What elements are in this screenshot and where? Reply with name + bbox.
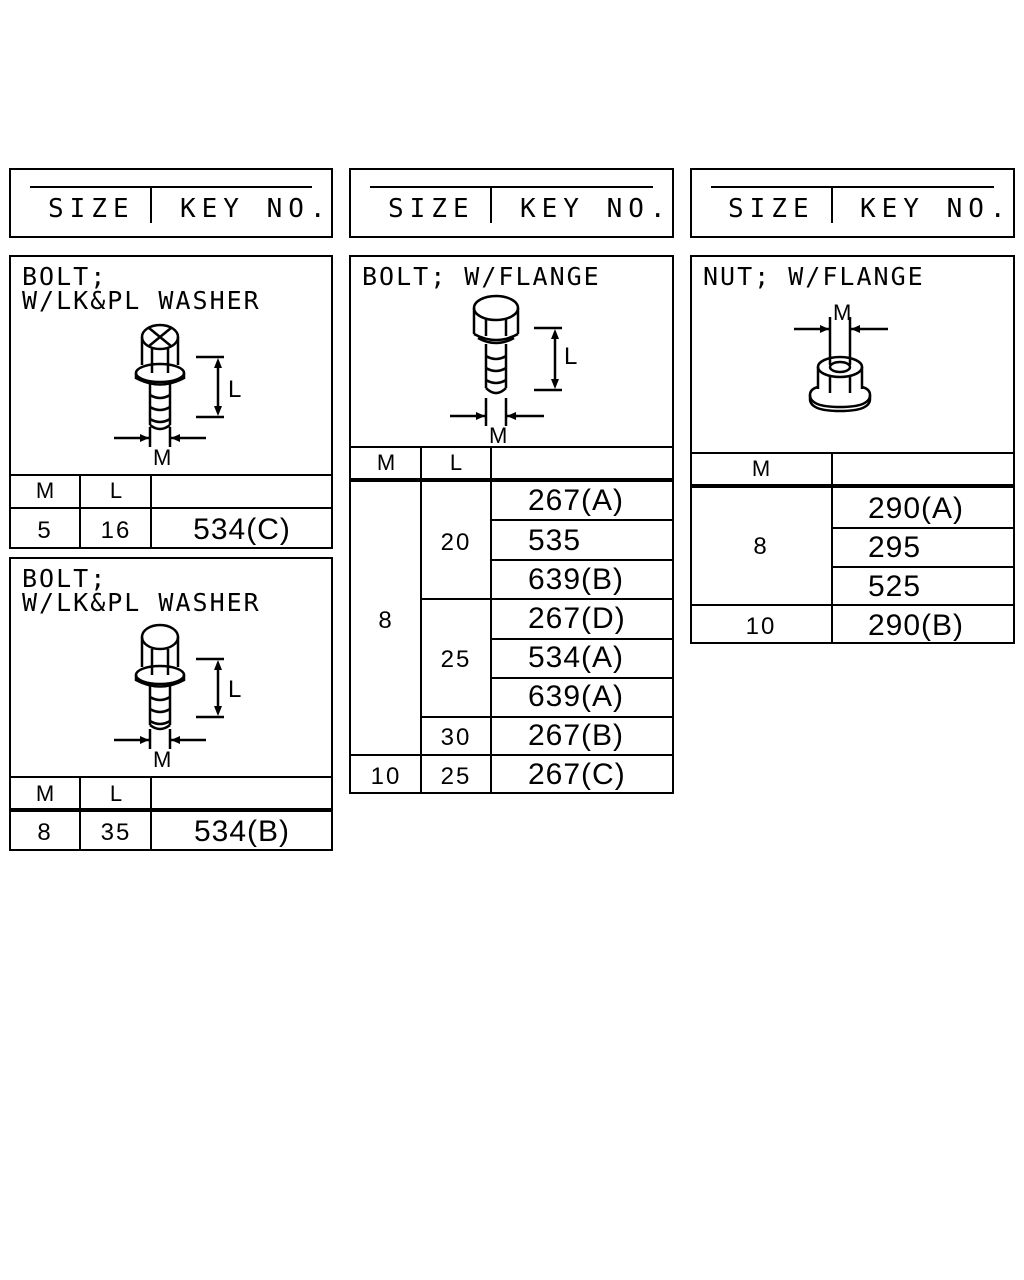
cell-m: 8 (753, 533, 769, 560)
bolt-w-flange-drawing: L M (450, 294, 577, 448)
key-no-value: 639(B) (528, 563, 625, 596)
size-label: SIZE (388, 194, 475, 224)
size-label: SIZE (728, 194, 815, 224)
key-no-value: 639(A) (528, 680, 625, 713)
key-no-value: 267(D) (528, 602, 626, 635)
key-no-value: 290(A) (868, 492, 965, 525)
col-header-m: M (751, 456, 771, 481)
dim-m-label: M (833, 300, 851, 325)
cell-m: 5 (37, 517, 53, 544)
key-no-value: 535 (528, 524, 582, 557)
panel-title-line2: W/LK&PL WASHER (22, 286, 261, 315)
dim-m-label: M (153, 445, 171, 470)
col-header-l: L (109, 781, 123, 806)
dim-m-label: M (153, 747, 171, 772)
dim-l-label: L (564, 343, 577, 370)
dim-l-label: L (228, 376, 241, 403)
cell-m: 8 (378, 607, 394, 634)
col-header-m: M (35, 781, 55, 806)
cell-l: 16 (100, 517, 132, 544)
panel-title: BOLT; W/FLANGE (362, 262, 601, 291)
key-no-value: 267(A) (528, 484, 625, 517)
key-no-value: 525 (868, 570, 922, 603)
panel-title: NUT; W/FLANGE (703, 262, 925, 291)
col-header-m: M (35, 478, 55, 503)
key-no-value: 295 (868, 531, 922, 564)
cell-l: 35 (100, 819, 132, 846)
col-header-l: L (449, 450, 463, 475)
dim-m-label: M (489, 423, 507, 448)
panel-title-line2: W/LK&PL WASHER (22, 588, 261, 617)
key-no-label: KEY NO. (860, 194, 1012, 224)
size-label: SIZE (48, 194, 135, 224)
panel-title-line1: BOLT; (22, 262, 108, 291)
key-no-value: 290(B) (868, 609, 965, 642)
cell-l: 20 (440, 529, 472, 556)
bolt-lk-pl-washer-drawing: L M (114, 623, 241, 772)
col-header-l: L (109, 478, 123, 503)
key-no-value: 534(A) (528, 641, 625, 674)
cell-m: 10 (745, 613, 777, 640)
key-no-label: KEY NO. (520, 194, 672, 224)
nut-w-flange-drawing: M (794, 300, 888, 413)
col-header-m: M (376, 450, 396, 475)
dim-l-label: L (228, 676, 241, 703)
bolt-lk-pl-washer-drawing: L M (114, 323, 241, 470)
cell-m: 8 (37, 819, 53, 846)
key-no-value: 534(B) (193, 815, 291, 848)
key-no-value: 534(C) (193, 513, 291, 546)
key-no-value: 267(B) (528, 719, 625, 752)
cell-l: 25 (440, 763, 472, 790)
cell-l: 25 (440, 646, 472, 673)
panel-title-line1: BOLT; (22, 564, 108, 593)
key-no-label: KEY NO. (180, 194, 332, 224)
key-no-value: 267(C) (528, 758, 626, 791)
cell-m: 10 (370, 763, 402, 790)
cell-l: 30 (440, 724, 472, 751)
